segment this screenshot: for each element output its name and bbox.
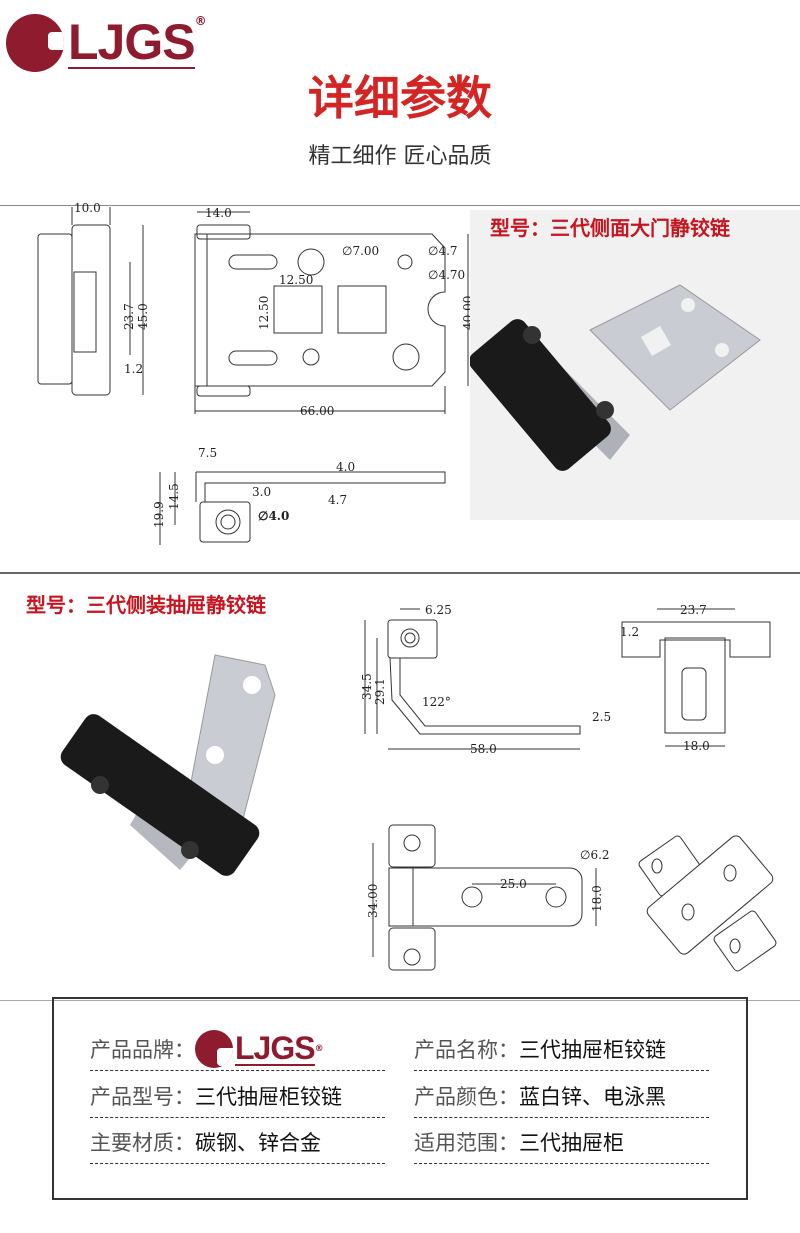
dim-label: 1.2: [124, 362, 143, 376]
dim-label: 19.9: [152, 501, 166, 528]
spec-name: 产品名称：三代抽屉柜铰链: [414, 1031, 709, 1071]
logo-mark-icon: [6, 14, 64, 72]
spec-label: 产品品牌：: [90, 1037, 195, 1062]
spec-brand: 产品品牌： LJGS ®: [90, 1029, 385, 1071]
logo-mark-icon: [195, 1029, 233, 1068]
spec-value: 三代抽屉柜: [519, 1130, 624, 1155]
dim-label: 7.5: [198, 446, 217, 460]
dim-label: 12.50: [279, 273, 313, 287]
dim-label: 25.0: [500, 877, 527, 891]
section2-model-title: 型号：三代侧装抽屉静铰链: [26, 593, 266, 617]
dim-label: 18.0: [590, 885, 604, 912]
dim-label: 23.7: [122, 303, 136, 330]
side-view-2: [364, 608, 581, 750]
divider: [0, 1000, 800, 1001]
logo-text: LJGS: [235, 1029, 316, 1066]
dim-label: ∅4.0: [258, 509, 289, 523]
dim-label: 4.0: [336, 460, 355, 474]
spec-label: 适用范围：: [414, 1130, 519, 1155]
spec-table: 产品品牌： LJGS ® 产品名称：三代抽屉柜铰链 产品型号：三代抽屉柜铰链 产…: [52, 997, 748, 1200]
product-photo-1: [469, 210, 800, 520]
spec-label: 产品名称：: [414, 1037, 519, 1062]
spec-label: 产品颜色：: [414, 1084, 519, 1109]
dim-label: 14.5: [167, 483, 181, 510]
dim-label: 2.5: [592, 710, 611, 724]
spec-value: 三代抽屉柜铰链: [195, 1084, 342, 1109]
top-view-2: [621, 608, 771, 747]
side-view: [37, 207, 144, 396]
dim-label: 3.0: [252, 485, 271, 499]
spec-color: 产品颜色：蓝白锌、电泳黑: [414, 1078, 709, 1118]
section1-model-title: 型号：三代侧面大门静铰链: [490, 216, 730, 240]
dim-label: 122°: [422, 695, 451, 709]
dim-label: 23.7: [680, 603, 707, 617]
dim-label: ∅4.70: [428, 268, 465, 282]
spec-value: 碳钢、锌合金: [195, 1130, 321, 1155]
dim-label: 58.0: [470, 742, 497, 756]
front-view: [194, 211, 469, 414]
dim-label: 34.5: [360, 673, 374, 700]
dim-label: 45.0: [136, 303, 150, 330]
bottom-view: [159, 471, 446, 545]
registered-mark: ®: [194, 14, 207, 28]
logo-text: LJGS: [68, 14, 196, 70]
dim-label: 18.0: [683, 739, 710, 753]
dim-label: 34.00: [366, 884, 380, 918]
spec-value: 三代抽屉柜铰链: [519, 1037, 666, 1062]
dim-label: 12.50: [257, 296, 271, 330]
dim-label: 1.2: [620, 625, 639, 639]
brand-logo-small: LJGS ®: [195, 1029, 324, 1068]
spec-label: 主要材质：: [90, 1130, 195, 1155]
dim-label: ∅4.7: [428, 244, 458, 258]
dim-label: ∅7.00: [342, 244, 379, 258]
section1-technical-drawing: 10.0 23.7 45.0 1.2 14.0 ∅7.00 ∅4.7 ∅4.70…: [37, 201, 470, 545]
product-photo-2: [60, 654, 276, 876]
divider: [0, 572, 800, 574]
dim-label: 10.0: [74, 201, 101, 215]
dim-label: 29.1: [373, 678, 387, 705]
dim-label: 6.25: [425, 603, 452, 617]
page-subtitle: 精工细作 匠心品质: [308, 144, 492, 169]
dim-label: ∅6.2: [580, 848, 610, 862]
dim-label: 4.7: [328, 493, 347, 507]
dim-label: 40.00: [461, 296, 470, 330]
dim-label: 14.0: [205, 206, 232, 220]
isometric-view-2: [638, 835, 777, 972]
spec-label: 产品型号：: [90, 1084, 195, 1109]
page-title: 详细参数: [308, 71, 492, 125]
spec-value: 蓝白锌、电泳黑: [519, 1084, 666, 1109]
dim-label: 66.00: [300, 404, 334, 418]
spec-model: 产品型号：三代抽屉柜铰链: [90, 1078, 385, 1118]
spec-scope: 适用范围：三代抽屉柜: [414, 1124, 709, 1164]
registered-mark: ®: [314, 1043, 324, 1054]
divider: [0, 205, 800, 206]
brand-logo: LJGS ®: [6, 14, 207, 72]
spec-material: 主要材质：碳钢、锌合金: [90, 1124, 385, 1164]
section2-technical-drawing: 6.25 34.5 29.1 122° 2.5 58.0 23.7 1.2 18…: [360, 603, 777, 972]
hinge-photo-image: [469, 284, 761, 471]
front-view-2: [372, 824, 597, 971]
